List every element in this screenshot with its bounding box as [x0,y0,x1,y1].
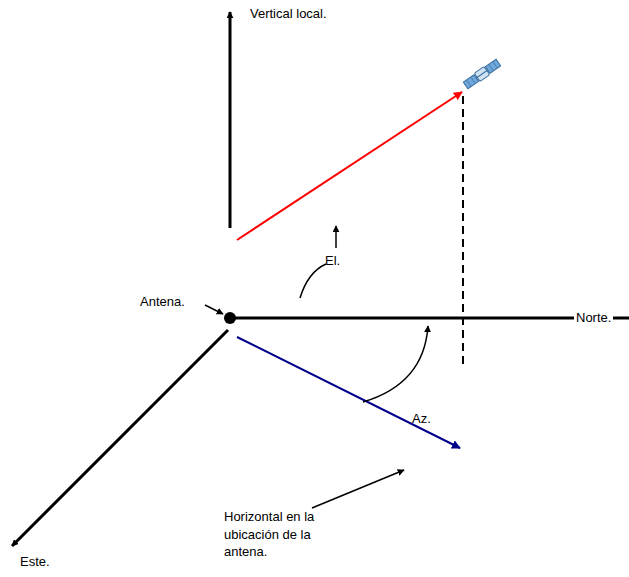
azimuth-arc [363,326,428,402]
callout-label: Horizontal en la ubicación de la antena. [224,508,342,561]
azimuth-direction [237,337,460,448]
elevation-arrow [335,226,337,248]
east-axis [12,330,228,546]
line-of-sight [237,92,462,240]
axis-label: Norte. [574,309,613,327]
leader-arrow [312,470,404,508]
satellite-icon [463,58,502,89]
axis-label: Vertical local. [250,5,327,23]
leader-arrow [205,305,223,314]
angle-label: Az. [412,410,431,428]
vertical-axis [229,12,232,228]
axis-label: Este. [20,553,50,571]
elevation-arc [300,264,326,298]
callout-label: Antena. [140,293,185,311]
angle-label: El. [325,252,340,270]
antenna-point [224,312,236,324]
projection-line [462,96,464,368]
north-axis [230,317,629,320]
